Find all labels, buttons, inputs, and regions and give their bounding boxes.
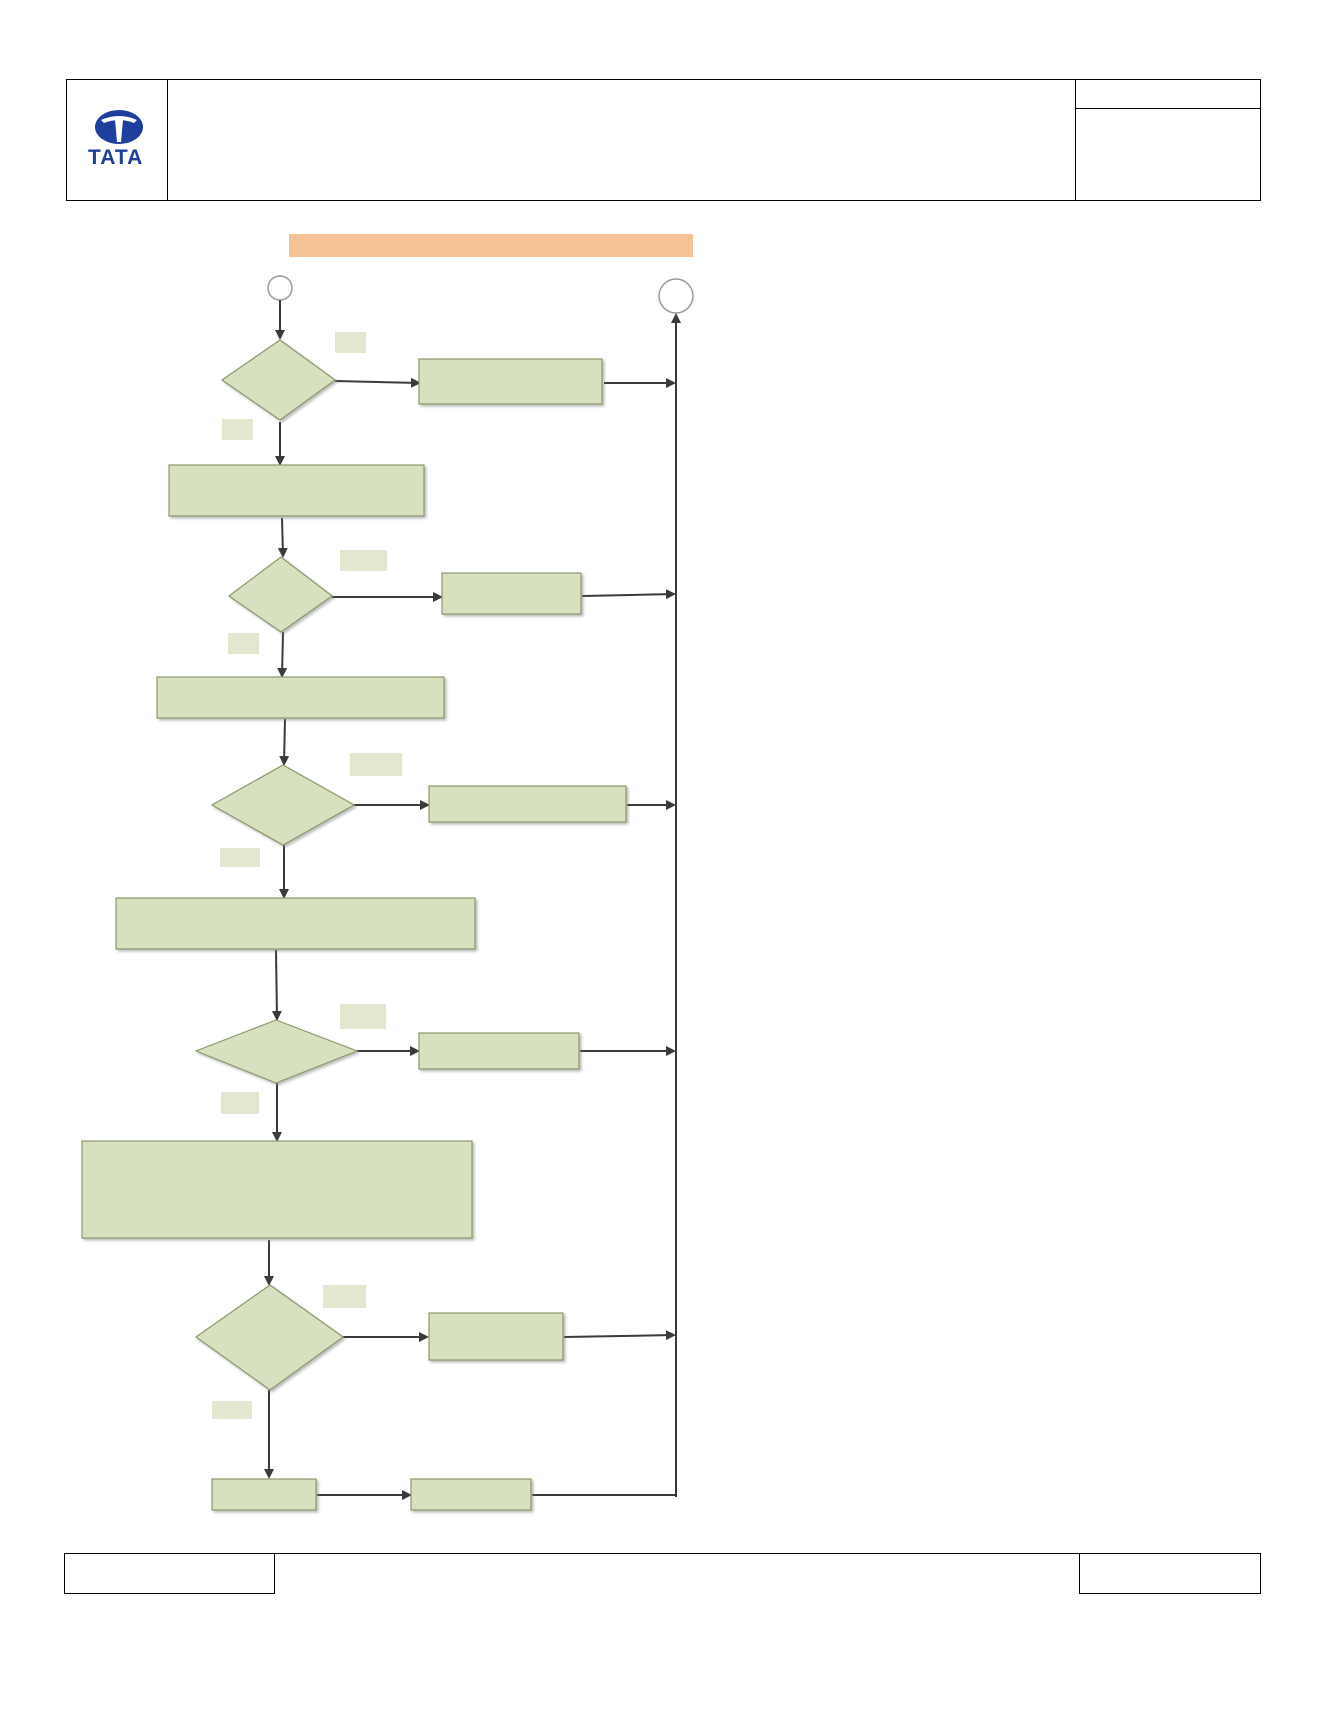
end-terminator [658, 278, 694, 314]
process-box-1a [418, 358, 603, 405]
connector [271, 949, 282, 1021]
footer-right-box [1079, 1553, 1261, 1594]
logo-wordmark: TATA [88, 146, 144, 169]
process-box-5 [81, 1140, 473, 1239]
decision-diamond-3 [210, 764, 356, 846]
footer-left-box [64, 1553, 275, 1594]
branch-label-yes-2 [340, 550, 387, 571]
process-box-2 [168, 464, 425, 517]
header-logo-cell [66, 79, 168, 201]
decision-diamond-4 [194, 1019, 359, 1084]
connector [279, 718, 290, 766]
connector [563, 1330, 676, 1341]
decisions [194, 339, 359, 1391]
decision-diamond-1 [220, 339, 337, 421]
processes [81, 358, 627, 1511]
branch-label-no-5 [212, 1401, 252, 1419]
tata-emblem-icon [95, 110, 143, 144]
branch-label-yes-1 [335, 332, 366, 353]
decision-diamond-5 [194, 1284, 345, 1391]
header-meta-cell [1075, 79, 1261, 201]
process-box-3a [428, 785, 627, 823]
process-box-5a [428, 1312, 564, 1361]
process-box-6 [211, 1478, 317, 1511]
branch-label-yes-4 [340, 1004, 386, 1029]
title-banner [289, 234, 693, 257]
decision-diamond-2 [227, 556, 334, 633]
logo: TATA [84, 108, 154, 172]
branch-label-no-2 [228, 633, 259, 654]
process-box-7 [410, 1478, 532, 1511]
process-box-2a [441, 572, 582, 615]
branch-label-no-1 [222, 419, 253, 440]
branch-label-no-4 [221, 1092, 259, 1114]
connector [334, 377, 421, 388]
branch-labels [212, 332, 402, 1419]
connector [581, 589, 676, 600]
process-box-4 [115, 897, 476, 950]
footer-center-line [274, 1553, 1080, 1554]
header-meta-divider [1075, 108, 1261, 109]
process-box-3 [156, 676, 445, 719]
connectors [264, 300, 677, 1500]
process-box-4a [418, 1032, 580, 1070]
branch-label-yes-3 [350, 753, 402, 776]
connector [277, 517, 288, 558]
connector [532, 1400, 677, 1496]
branch-label-yes-5 [323, 1285, 366, 1308]
branch-label-no-3 [220, 848, 260, 867]
header-frame [66, 79, 1261, 201]
start-terminator [267, 275, 293, 301]
connector [277, 631, 288, 678]
